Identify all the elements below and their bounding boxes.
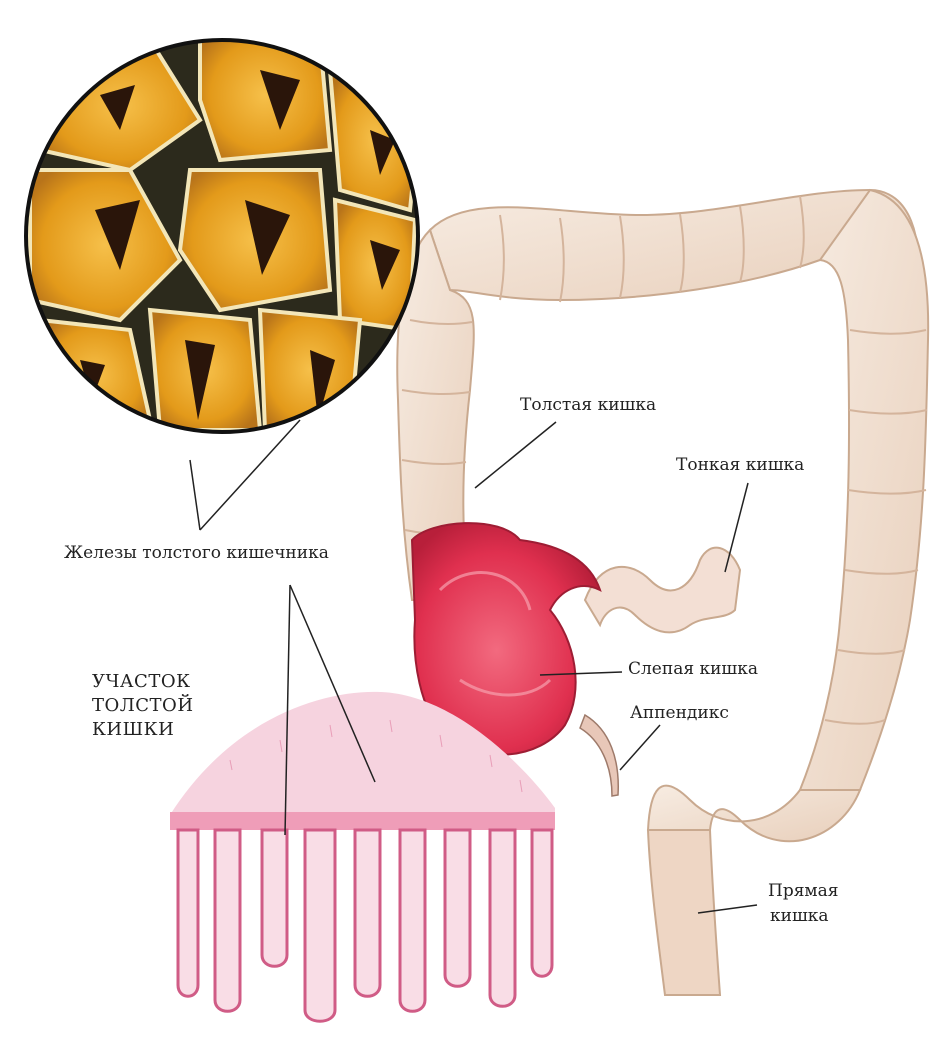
section-title-line1: УЧАСТОК xyxy=(92,672,191,693)
label-glands: Железы толстого кишечника xyxy=(64,544,329,564)
label-small-intestine: Тонкая кишка xyxy=(676,456,804,476)
glands-magnified-circle xyxy=(26,30,420,432)
label-cecum: Слепая кишка xyxy=(628,660,758,680)
label-rectum-line1: Прямая xyxy=(768,882,839,902)
label-large-intestine: Толстая кишка xyxy=(520,396,656,416)
section-title-line3: КИШКИ xyxy=(92,720,174,741)
label-rectum-line2: кишка xyxy=(770,907,829,927)
section-title-line2: ТОЛСТОЙ xyxy=(92,696,194,717)
label-appendix: Аппендикс xyxy=(630,704,729,724)
appendix-shape xyxy=(580,715,618,796)
small-intestine-shape xyxy=(585,548,740,633)
